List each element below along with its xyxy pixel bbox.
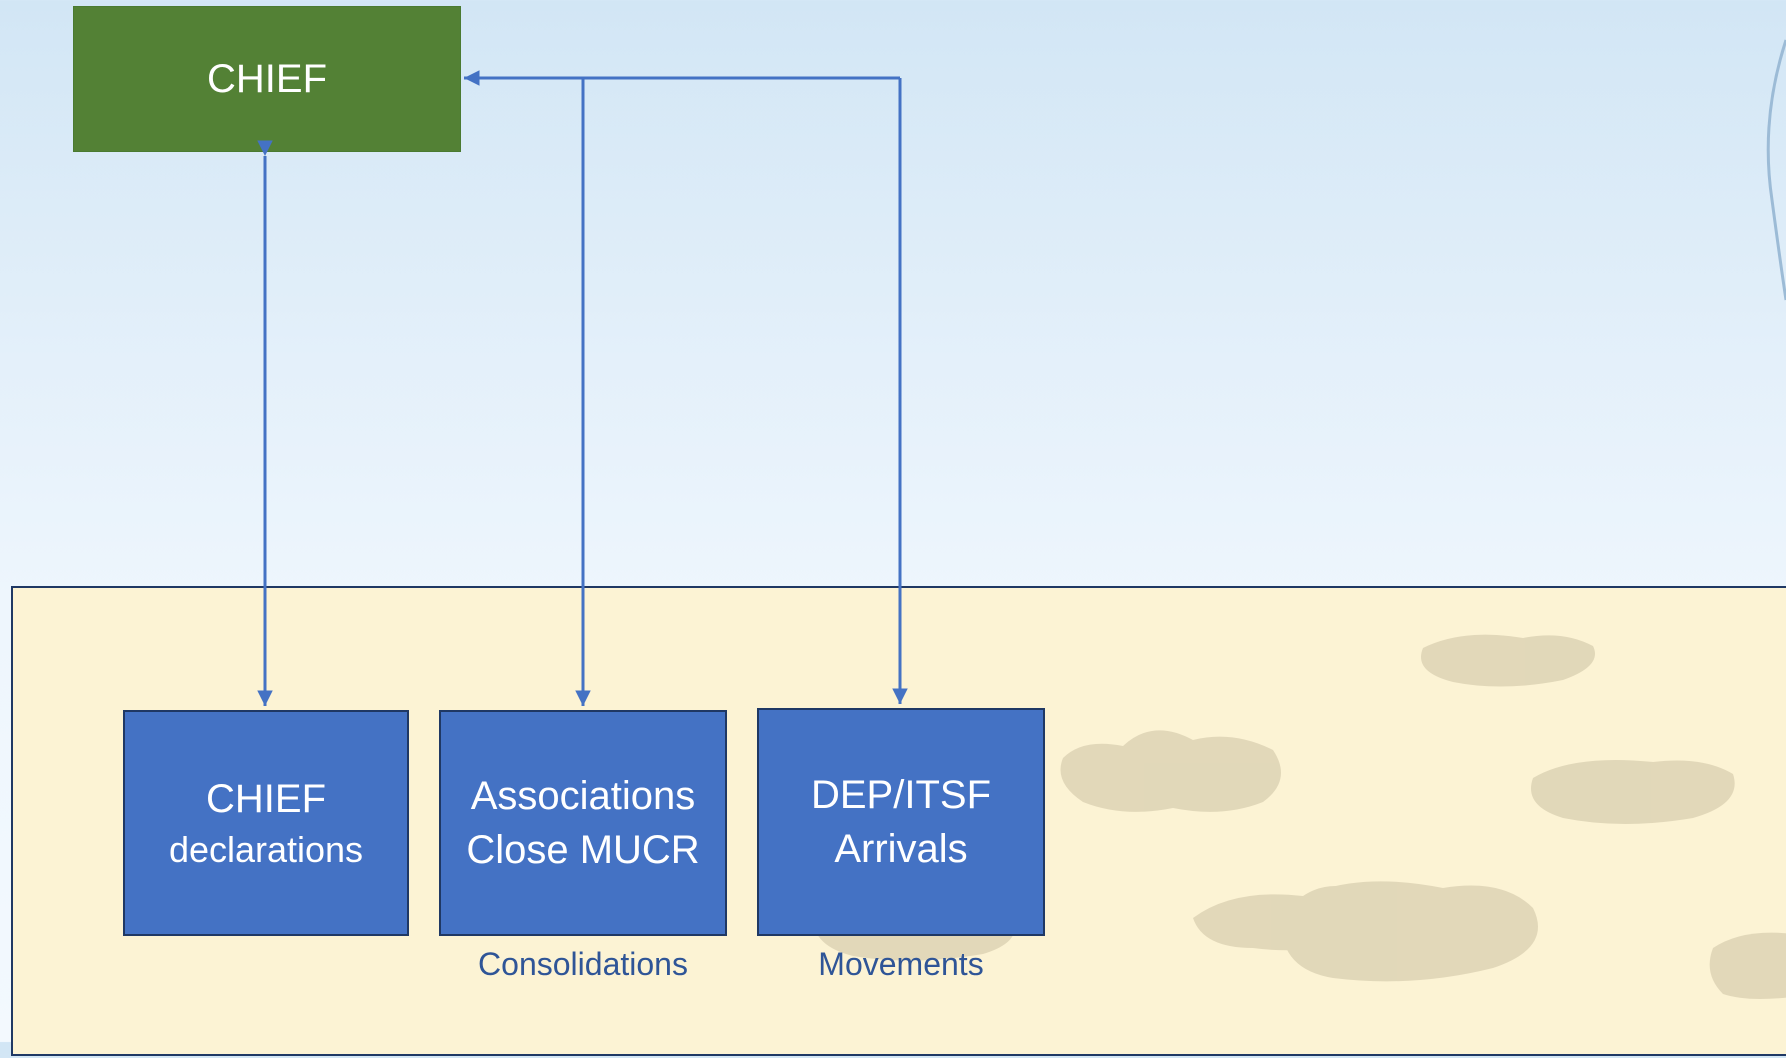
associations-line2: Close MUCR: [466, 828, 700, 872]
consolidations-caption: Consolidations: [478, 946, 688, 982]
puzzle-pieces-background: [813, 634, 1786, 999]
chief-declarations-line2: declarations: [168, 828, 364, 870]
chief-declarations-line1: CHIEF: [206, 776, 326, 821]
edge-artwork: [1766, 39, 1786, 301]
chief-system-label: CHIEF: [207, 57, 327, 101]
associations-line1: Associations: [470, 774, 696, 818]
dep-itsf-line1: DEP/ITSF: [810, 773, 992, 817]
dep-itsf-box: DEP/ITSF Arrivals: [757, 708, 1045, 936]
chief-system-box: CHIEF: [73, 6, 461, 152]
chief-declarations-box: CHIEF declarations: [123, 710, 409, 936]
dep-itsf-line2: Arrivals: [834, 827, 968, 871]
movements-caption: Movements: [818, 946, 984, 982]
associations-box: Associations Close MUCR: [439, 710, 727, 936]
